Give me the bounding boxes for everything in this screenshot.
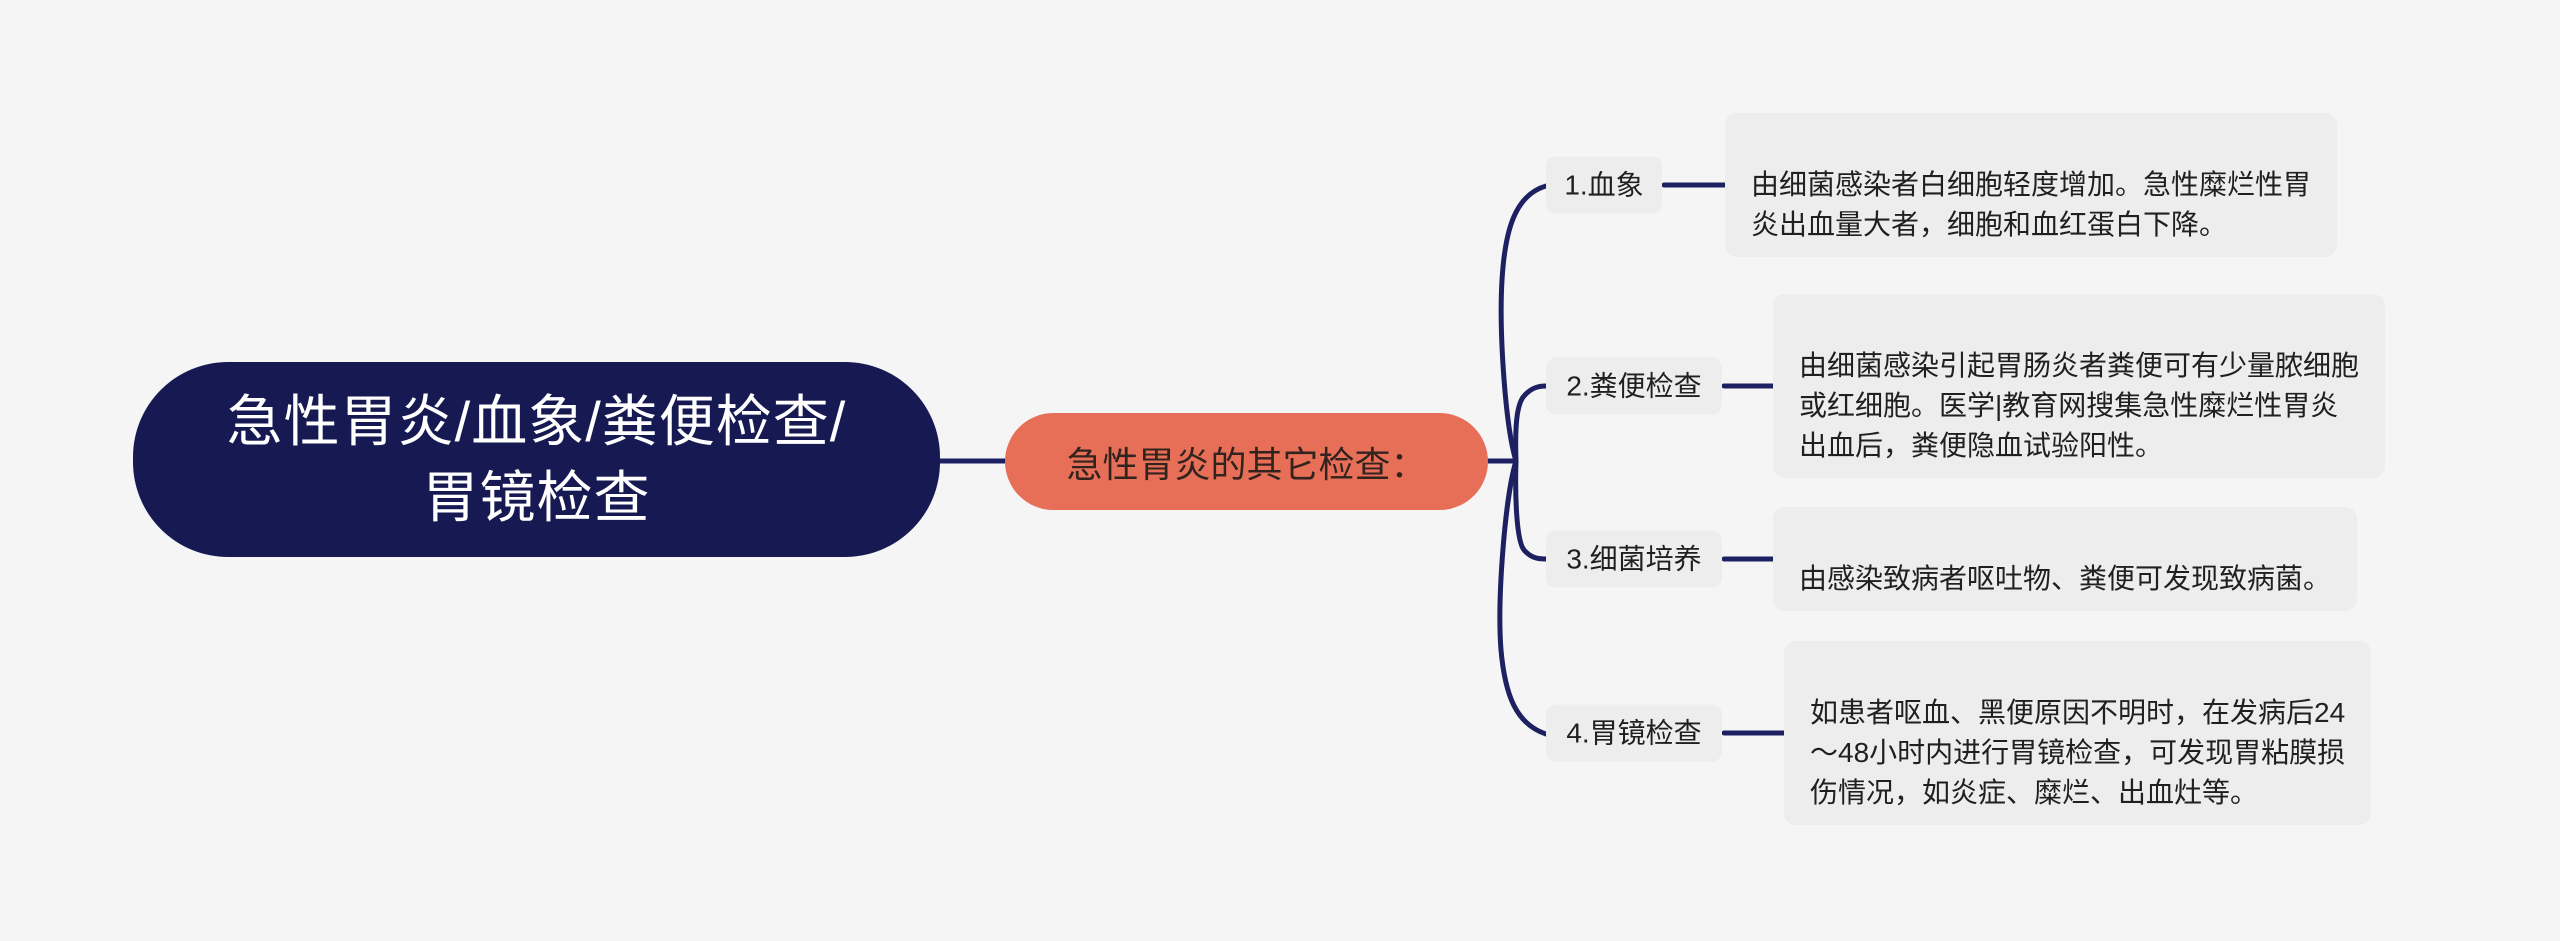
branch-topic-1[interactable]: 1.血象 xyxy=(1546,156,1662,214)
branch-description-3[interactable]: 由感染致病者呕吐物、粪便可发现致病菌。 xyxy=(1773,507,2358,611)
branch-topic-3[interactable]: 3.细菌培养 xyxy=(1546,530,1722,588)
branch-topic-2-label: 2.粪便检查 xyxy=(1566,370,1702,402)
branch-description-2-text: 由细菌感染引起胃肠炎者粪便可有少量脓细胞 或红细胞。医学|教育网搜集急性糜烂性胃… xyxy=(1799,350,2360,461)
connector-junction-to-branch-4 xyxy=(1497,458,1549,737)
branch-topic-4[interactable]: 4.胃镜检查 xyxy=(1546,704,1722,762)
branch-description-2[interactable]: 由细菌感染引起胃肠炎者粪便可有少量脓细胞 或红细胞。医学|教育网搜集急性糜烂性胃… xyxy=(1773,294,2386,478)
branch-description-3-text: 由感染致病者呕吐物、粪便可发现致病菌。 xyxy=(1799,563,2332,594)
branch-description-4[interactable]: 如患者呕血、黑便原因不明时，在发病后24 ～48小时内进行胃镜检查，可发现胃粘膜… xyxy=(1784,641,2372,825)
branch-topic-1-label: 1.血象 xyxy=(1564,169,1644,201)
center-topic-node[interactable]: 急性胃炎的其它检查： xyxy=(1005,413,1488,510)
root-topic-label: 急性胃炎/血象/粪便检查/ 胃镜检查 xyxy=(226,389,847,529)
branch-topic-2[interactable]: 2.粪便检查 xyxy=(1546,357,1722,415)
connector-junction-to-branch-1 xyxy=(1498,183,1549,464)
branch-topic-4-label: 4.胃镜检查 xyxy=(1566,717,1702,749)
connector-junction-to-branch-3 xyxy=(1513,458,1549,562)
center-topic-label: 急性胃炎的其它检查： xyxy=(1066,443,1427,485)
branch-description-1-text: 由细菌感染者白细胞轻度增加。急性糜烂性胃 炎出血量大者，细胞和血红蛋白下降。 xyxy=(1751,169,2312,240)
branch-description-1[interactable]: 由细菌感染者白细胞轻度增加。急性糜烂性胃 炎出血量大者，细胞和血红蛋白下降。 xyxy=(1725,113,2338,257)
connector-junction-to-branch-2 xyxy=(1513,383,1549,464)
branch-topic-3-label: 3.细菌培养 xyxy=(1566,543,1702,575)
root-topic-node[interactable]: 急性胃炎/血象/粪便检查/ 胃镜检查 xyxy=(133,362,940,557)
branch-description-4-text: 如患者呕血、黑便原因不明时，在发病后24 ～48小时内进行胃镜检查，可发现胃粘膜… xyxy=(1810,697,2346,808)
